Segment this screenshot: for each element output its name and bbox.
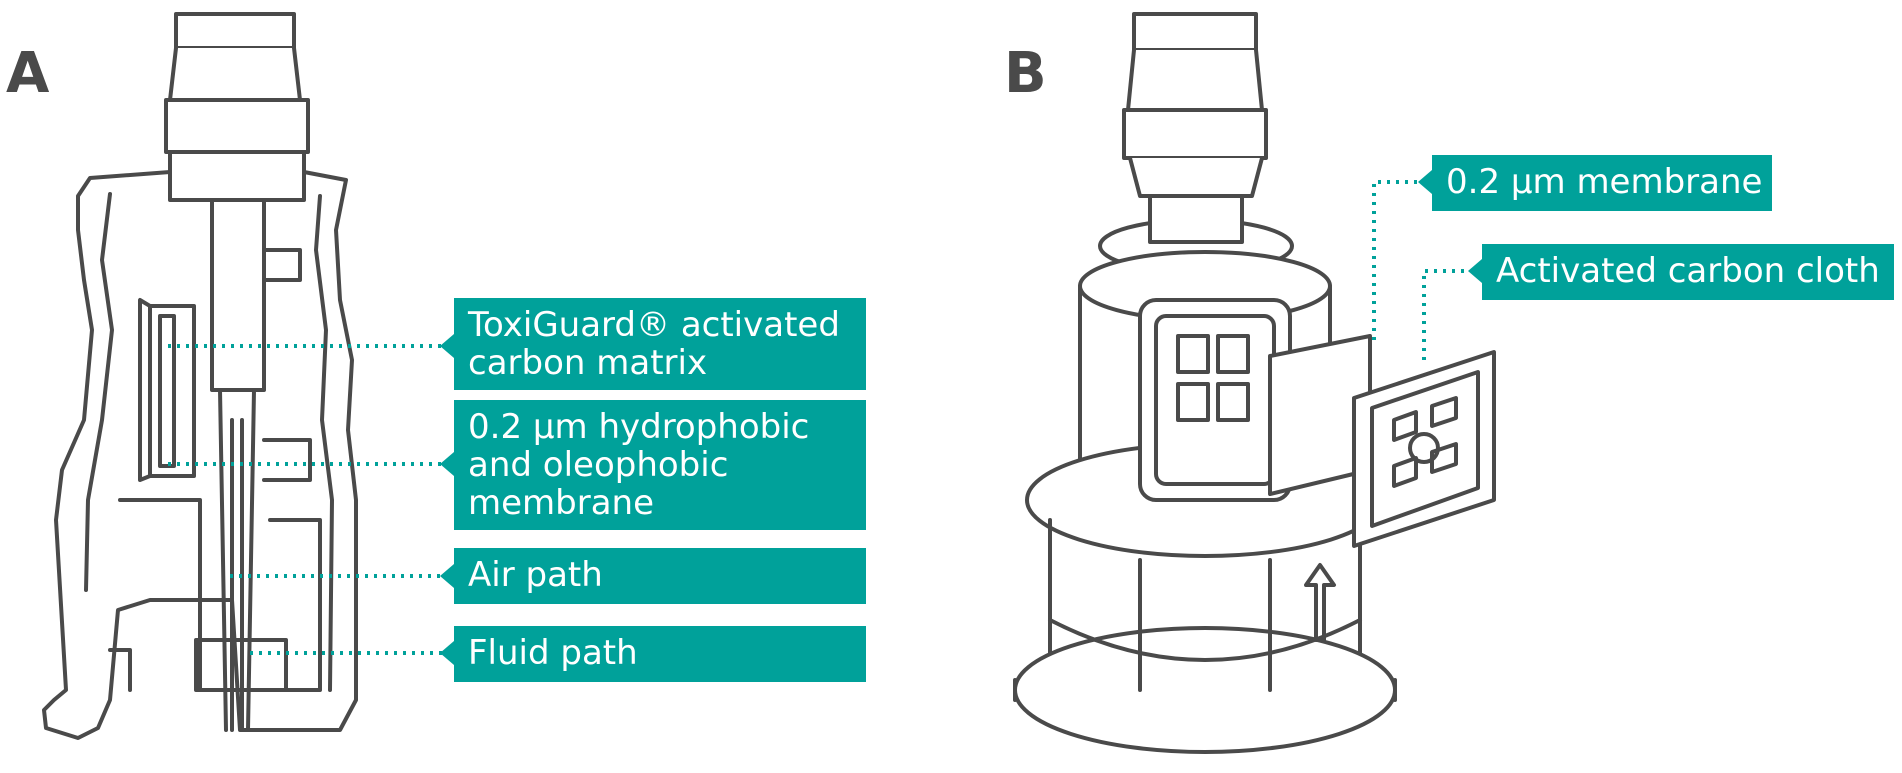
callout-pointer	[440, 334, 454, 358]
callout-text: ToxiGuard® activated	[468, 305, 840, 345]
callout-pointer	[1468, 259, 1482, 283]
callout-text: Fluid path	[468, 633, 638, 673]
exploded-device	[1013, 12, 1496, 754]
callout-text: carbon matrix	[468, 343, 708, 383]
callout-pointer	[1418, 170, 1432, 194]
leader-membrane-b	[1372, 180, 1418, 340]
callout-text: Air path	[468, 555, 603, 595]
callout-text: 0.2 µm hydrophobic	[468, 407, 810, 447]
callout-membrane-b: 0.2 µm membrane	[1432, 155, 1772, 211]
callout-text: and oleophobic	[468, 445, 729, 485]
callout-fluid-path: Fluid path	[454, 626, 866, 682]
callout-toxiguard: ToxiGuard® activated carbon matrix	[454, 298, 866, 390]
callout-text: Activated carbon cloth	[1496, 251, 1880, 291]
callout-text: 0.2 µm membrane	[1446, 162, 1763, 202]
callout-pointer	[440, 564, 454, 588]
callout-membrane-a: 0.2 µm hydrophobic and oleophobic membra…	[454, 400, 866, 530]
panel-label-b: B	[1004, 41, 1047, 106]
callout-pointer	[440, 641, 454, 665]
callout-air-path: Air path	[454, 548, 866, 604]
callout-pointer	[440, 452, 454, 476]
callout-carbon-cloth: Activated carbon cloth	[1482, 244, 1894, 300]
panel-label-a: A	[6, 41, 50, 106]
cross-section-device	[42, 12, 358, 740]
callout-text: membrane	[468, 483, 655, 523]
leader-carbon	[1422, 269, 1468, 360]
